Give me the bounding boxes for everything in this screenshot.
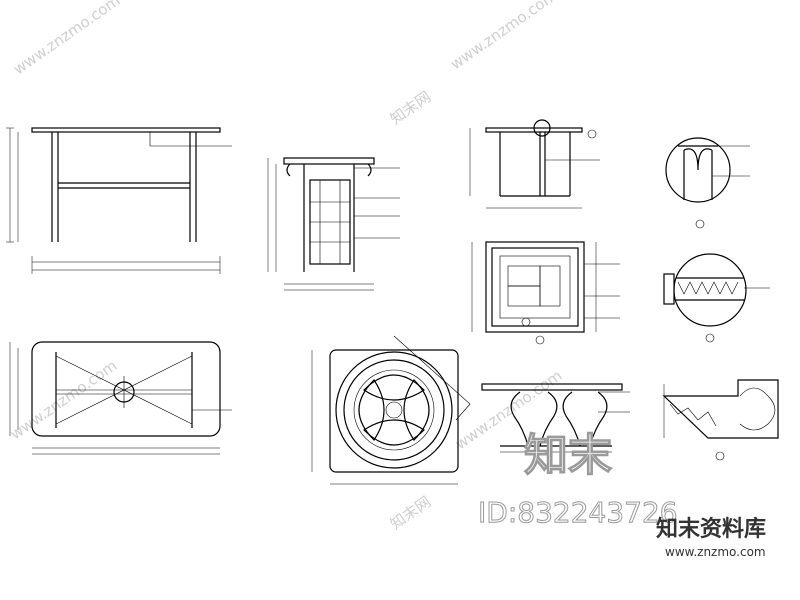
square-table-plan <box>471 241 620 345</box>
watermark-id: ID:832243726 <box>478 496 678 529</box>
watermark-overlay: 知末 ID:832243726 知末资料库 www.znzmo.com <box>478 429 767 559</box>
detail-circle-2 <box>663 253 770 343</box>
brand-url: www.znzmo.com <box>665 545 766 559</box>
side-table-elevation <box>469 119 600 209</box>
watermark-url-1: www.znzmo.com <box>10 0 123 78</box>
watermark-url-2: www.znzmo.com <box>447 0 560 73</box>
brand-name: 知末资料库 <box>656 516 766 542</box>
watermark-cn-2: 知末网 <box>387 493 434 534</box>
watermark-cn-1: 知末网 <box>387 88 434 129</box>
watermark-diagonal: www.znzmo.com 知末网 www.znzmo.com www.znzm… <box>7 0 565 533</box>
detail-circle-1 <box>665 137 750 229</box>
table-top-plan <box>9 341 232 455</box>
molding-section-detail <box>662 379 779 461</box>
carved-leg-elevation <box>481 383 630 453</box>
round-ornament-plan <box>311 335 471 485</box>
table-front-elevation <box>6 127 232 274</box>
cabinet-elevation <box>267 157 400 291</box>
watermark-url-3: www.znzmo.com <box>7 356 120 443</box>
watermark-overlay-cn: 知末 <box>524 430 612 481</box>
